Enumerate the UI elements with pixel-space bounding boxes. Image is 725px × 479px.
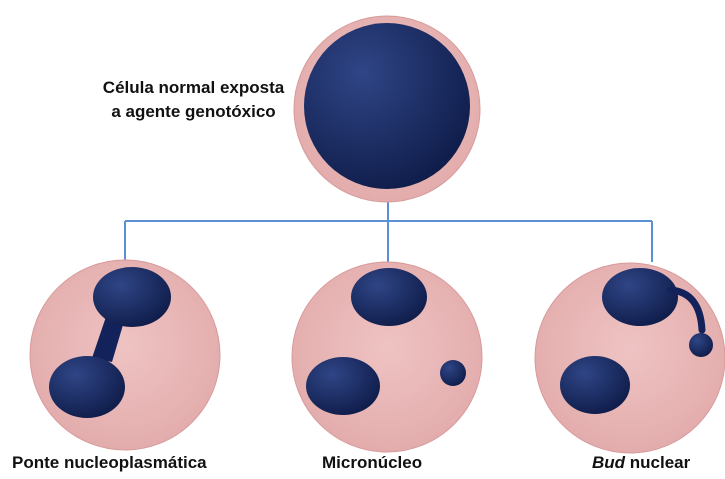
bridge-cell-label: Ponte nucleoplasmática: [12, 453, 207, 473]
nuclear-bud: [689, 333, 713, 357]
bridge-cell: [30, 260, 220, 450]
micronucleus: [440, 360, 466, 386]
bud-cell: [535, 263, 725, 453]
micronucleus-main-nucleus-top: [351, 268, 427, 326]
bud-cell-label: Bud nuclear: [592, 453, 690, 473]
normal-cell-label: Célula normal exposta a agente genotóxic…: [86, 76, 301, 124]
bud-cell-label-italic: Bud: [592, 453, 625, 472]
bud-nucleus-top: [602, 268, 678, 326]
micronucleus-cell: [292, 262, 482, 452]
micronucleus-main-nucleus-bottom: [306, 357, 380, 415]
normal-cell: [294, 16, 480, 202]
normal-cell-nucleus: [304, 23, 470, 189]
bridge-nucleus-bottom: [49, 356, 125, 418]
micronucleus-cell-label: Micronúcleo: [322, 453, 422, 473]
normal-cell-label-line1: Célula normal exposta: [86, 76, 301, 100]
bridge-nucleus-top: [93, 267, 171, 327]
bud-cell-label-rest: nuclear: [625, 453, 690, 472]
connector-lines: [125, 200, 652, 262]
bud-nucleus-bottom: [560, 356, 630, 414]
normal-cell-label-line2: a agente genotóxico: [86, 100, 301, 124]
